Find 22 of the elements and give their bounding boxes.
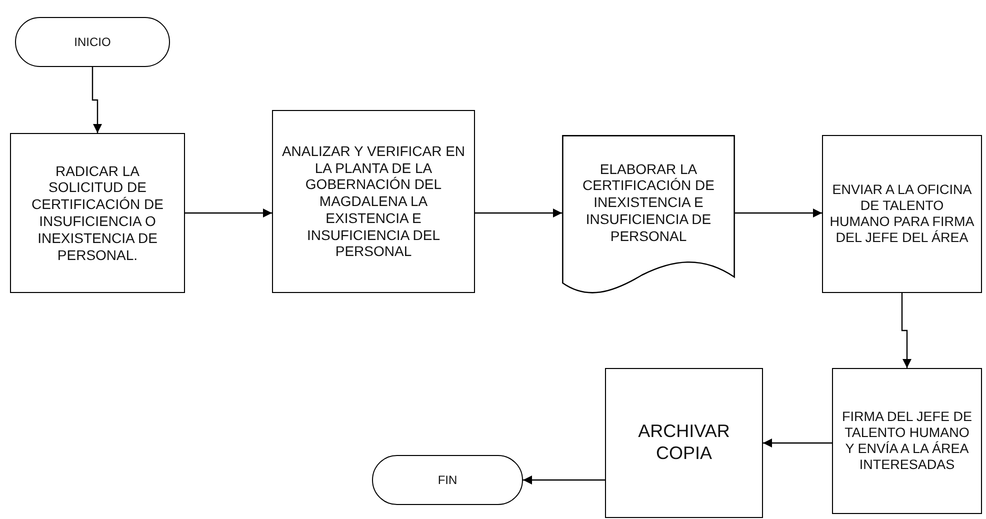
node-label: FIRMA DEL JEFE DE TALENTO HUMANO Y ENVÍA A LA ÁREA INTERESADAS	[840, 408, 974, 474]
arrow	[475, 208, 562, 218]
arrow	[92, 67, 102, 133]
process-box	[10, 133, 185, 293]
node-label: RADICAR LA SOLICITUD DE CERTIFICACIÓN DE INSUFICIENCIA O INEXISTENCIA DE PERSONAL.	[30, 162, 164, 264]
arrow	[735, 208, 822, 218]
node-label: ANALIZAR Y VERIFICAR EN LA PLANTA DE LA GOBERNACIÓN DEL MAGDALENA LA EXISTENCIA E INSUFICIENCIA DEL PERSONAL	[280, 142, 466, 260]
process-box	[272, 110, 475, 293]
process-box	[832, 368, 982, 514]
process-box	[605, 368, 763, 518]
node-label: INICIO	[74, 34, 111, 50]
arrow	[901, 293, 912, 368]
terminal-shape	[372, 455, 523, 505]
node-label: ENVIAR A LA OFICINA DE TALENTO HUMANO PARA FIRMA DEL JEFE DEL ÁREA	[829, 182, 975, 246]
process-box	[822, 135, 982, 293]
arrow	[185, 208, 272, 218]
node-label: FIN	[438, 472, 458, 488]
arrow	[523, 476, 605, 484]
node-label: ARCHIVAR COPIA	[637, 421, 731, 465]
arrow	[763, 438, 832, 448]
terminal-shape	[15, 17, 170, 67]
node-label: ELABORAR LA CERTIFICACIÓN DE INEXISTENCIA E INSUFICIENCIA DE PERSONAL	[582, 160, 716, 244]
